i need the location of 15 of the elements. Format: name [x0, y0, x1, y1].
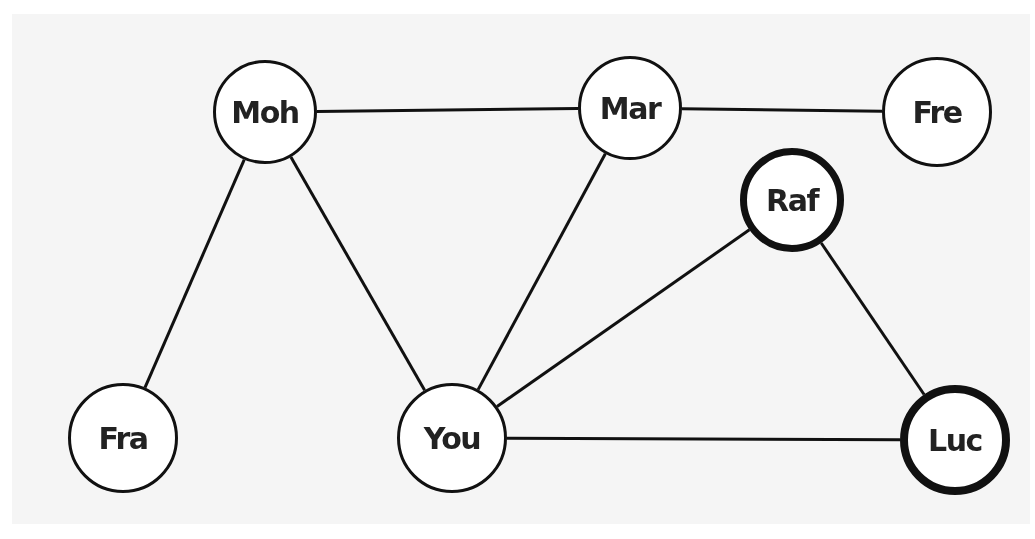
connector-line [507, 436, 900, 442]
connector-line [681, 107, 883, 113]
connector-line [317, 107, 578, 113]
connector-line [476, 153, 607, 391]
node-label: You [423, 420, 481, 456]
node-label: Mar [599, 90, 661, 126]
node-label: Moh [231, 94, 299, 130]
connector-line [289, 156, 426, 392]
node-label: Fra [98, 420, 148, 456]
connector-line [143, 159, 246, 389]
connector-line [819, 242, 926, 396]
node-label: Fre [912, 94, 962, 130]
node-label: Luc [928, 422, 982, 458]
node-label: Raf [766, 182, 818, 218]
connector-line [496, 228, 751, 408]
